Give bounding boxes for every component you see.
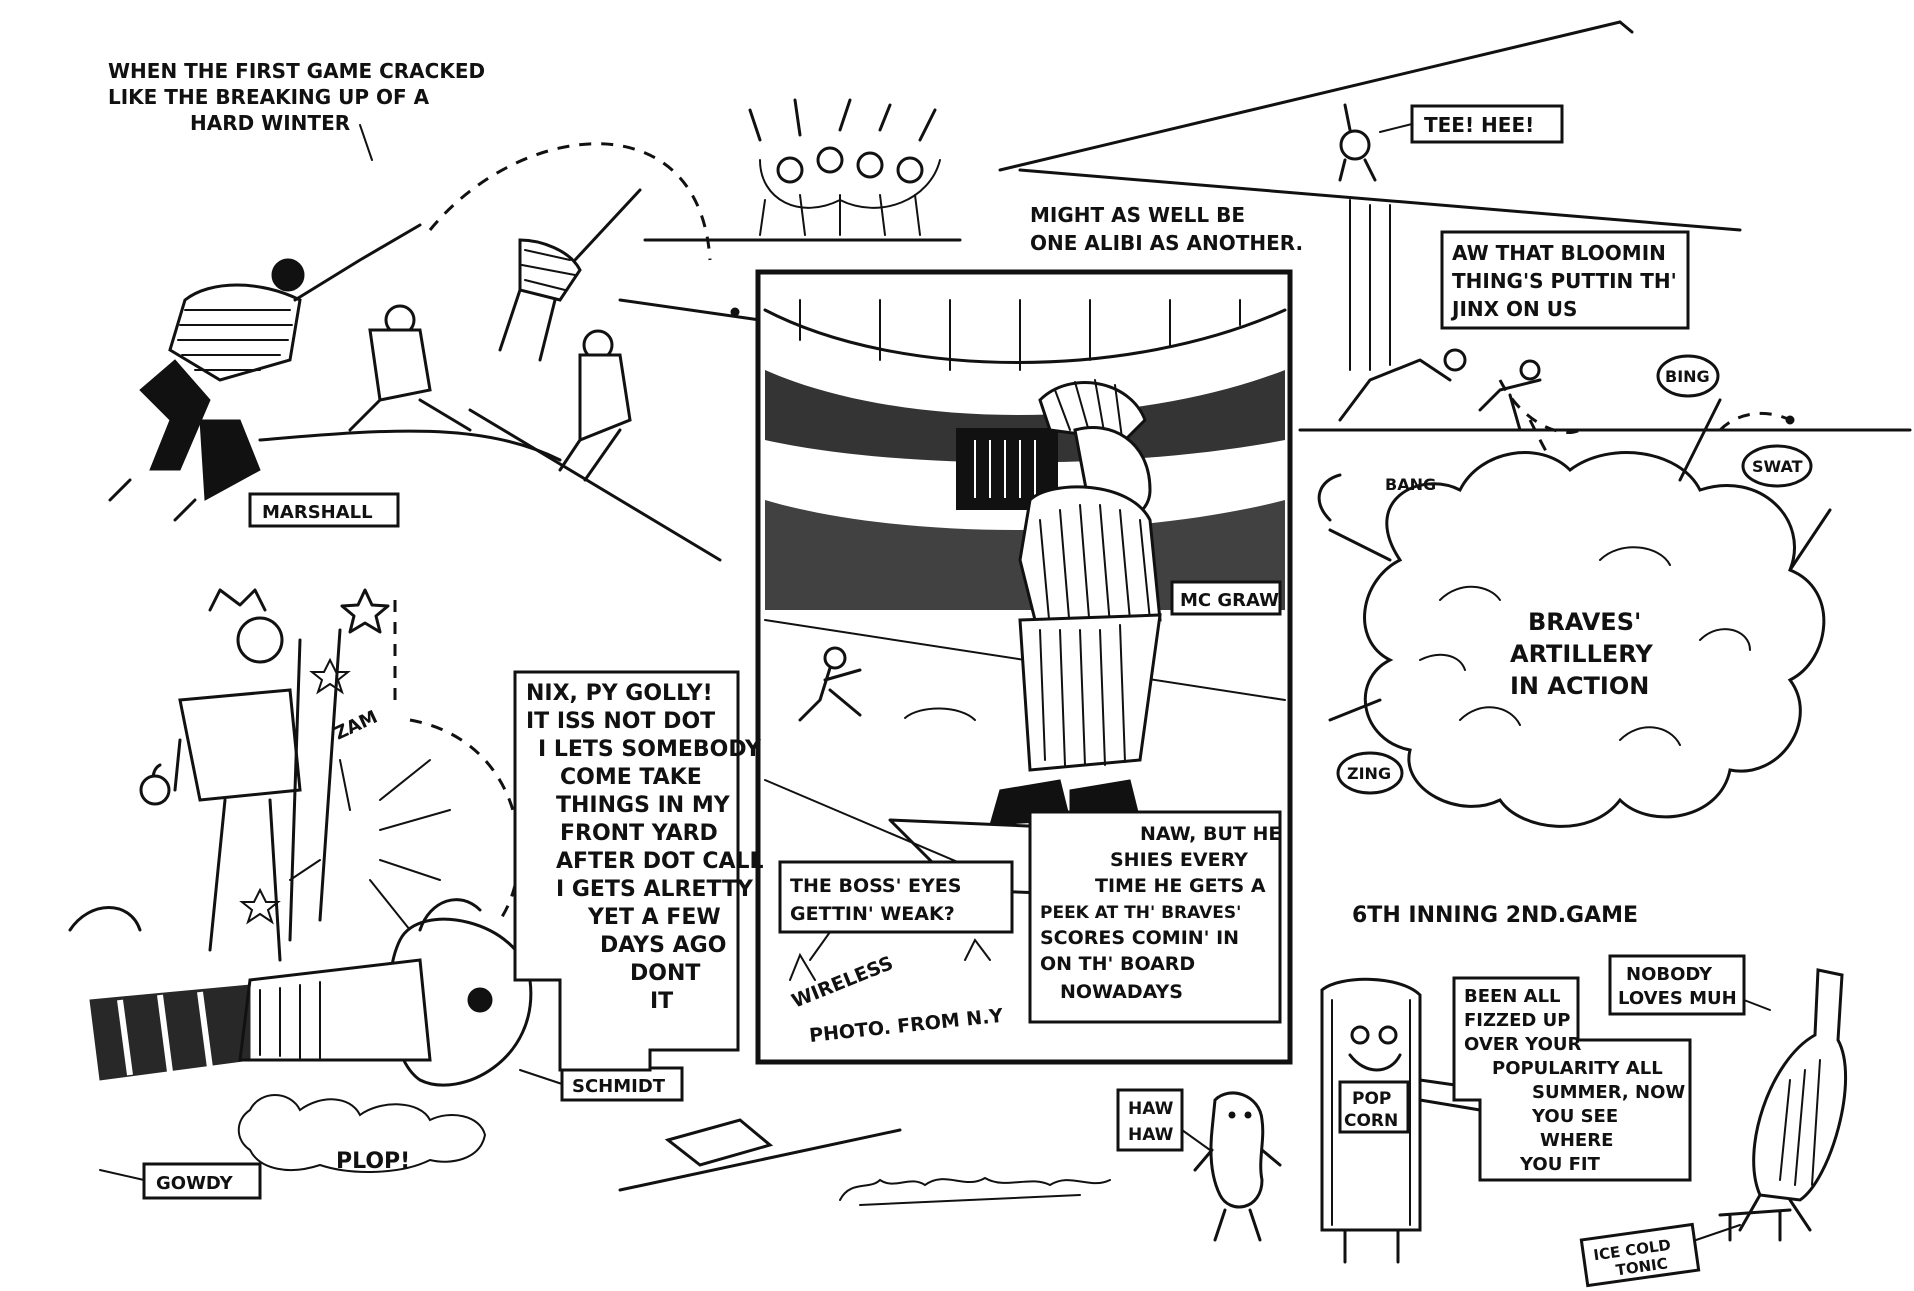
leaping-fielder <box>498 188 642 482</box>
fielders-scene <box>108 142 762 562</box>
artist-signature <box>839 1176 1111 1206</box>
gowdy-label: GOWDY <box>156 1173 234 1194</box>
nix-line-9: YET A FEW <box>587 905 721 930</box>
grandstand-roof <box>998 20 1912 432</box>
schmidt-label: SCHMIDT <box>572 1076 666 1097</box>
cheering-crowd <box>643 98 962 242</box>
hanging-figure <box>1338 103 1377 182</box>
fizzed-line-6: YOU SEE <box>1531 1106 1618 1127</box>
tee-hee-text: TEE! HEE! <box>1424 113 1534 137</box>
nix-line-10: DAYS AGO <box>600 933 726 958</box>
marshall-name-tag: MARSHALL <box>248 492 400 528</box>
falling-figure <box>139 588 302 962</box>
nix-line-3: I LETS SOMEBODY <box>538 737 762 762</box>
swat-text: SWAT <box>1752 457 1803 476</box>
bang-text: BANG <box>1385 475 1436 494</box>
popcorn-line-1: POP <box>1352 1089 1391 1109</box>
nix-line-2: IT ISS NOT DOT <box>526 709 715 734</box>
haw-line-2: HAW <box>1128 1125 1174 1145</box>
cloud-caption: BRAVES' ARTILLERY IN ACTION <box>1510 608 1653 700</box>
cloud-line-2: ARTILLERY <box>1510 640 1653 668</box>
nix-line-12: IT <box>650 989 673 1014</box>
naw-line-7: NOWADAYS <box>1060 981 1183 1003</box>
tonic-bottle <box>1718 968 1847 1242</box>
sound-effects: BING SWAT BANG ZING <box>1336 354 1813 795</box>
naw-line-2: SHIES EVERY <box>1110 849 1248 871</box>
naw-line-4: PEEK AT TH' BRAVES' <box>1040 903 1241 923</box>
schmidt-figure <box>68 898 533 1087</box>
caption-line-1: WHEN THE FIRST GAME CRACKED <box>108 59 485 83</box>
naw-line-3: TIME HE GETS A <box>1095 875 1266 897</box>
nix-line-6: FRONT YARD <box>560 821 718 846</box>
fizzed-line-1: BEEN ALL <box>1464 986 1561 1007</box>
plop-text: PLOP! <box>336 1149 410 1174</box>
wireless-photo-panel: MC GRAW THE BOSS' EYES GETTIN' WEAK? NAW… <box>755 269 1293 1065</box>
jinx-line-2: THING'S PUTTIN TH' <box>1452 269 1677 293</box>
caption-line-3: HARD WINTER <box>190 111 350 135</box>
marshall-label: MARSHALL <box>262 502 373 523</box>
nix-line-11: DONT <box>630 961 700 986</box>
fizzed-line-7: WHERE <box>1540 1130 1613 1151</box>
distant-runner <box>798 646 976 722</box>
zam-text: ZAM <box>331 707 381 745</box>
peanut-figure <box>1193 1091 1282 1242</box>
naw-line-6: ON TH' BOARD <box>1040 953 1195 975</box>
naw-line-5: SCORES COMIN' IN <box>1040 927 1239 949</box>
nix-line-8: I GETS ALRETTY <box>556 877 754 902</box>
nix-line-1: NIX, PY GOLLY! <box>526 681 713 706</box>
cloud-line-3: IN ACTION <box>1510 672 1649 700</box>
fizzed-balloon: BEEN ALL FIZZED UP OVER YOUR POPULARITY … <box>1452 976 1692 1182</box>
fizzed-line-4: POPULARITY ALL <box>1492 1058 1663 1079</box>
ice-cold-tonic-tag: ICE COLD TONIC <box>1579 1222 1741 1288</box>
fizzed-line-8: YOU FIT <box>1519 1154 1601 1175</box>
alibi-caption: MIGHT AS WELL BE ONE ALIBI AS ANOTHER. <box>1030 203 1303 255</box>
jinx-line-3: JINX ON US <box>1450 297 1577 321</box>
caption-line-2: LIKE THE BREAKING UP OF A <box>108 85 430 109</box>
haw-line-1: HAW <box>1128 1099 1174 1119</box>
nix-line-4: COME TAKE <box>560 765 702 790</box>
naw-balloon: NAW, BUT HE SHIES EVERY TIME HE GETS A P… <box>1028 810 1282 1024</box>
boss-line-1: THE BOSS' EYES <box>790 875 961 897</box>
cloud-line-1: BRAVES' <box>1528 608 1641 636</box>
naw-line-1: NAW, BUT HE <box>1140 823 1281 845</box>
jinx-balloon: AW THAT BLOOMIN THING'S PUTTIN TH' JINX … <box>1440 230 1690 330</box>
haw-balloon: HAW HAW <box>1116 1088 1211 1152</box>
fizzed-line-3: OVER YOUR <box>1464 1034 1581 1055</box>
inning-caption: 6TH INNING 2ND.GAME <box>1352 903 1638 928</box>
nix-line-5: THINGS IN MY <box>556 793 731 818</box>
nobody-line-1: NOBODY <box>1626 964 1713 985</box>
collision-scene: ZAM PLOP! <box>68 588 902 1192</box>
popcorn-box: POP CORN <box>1320 977 1492 1264</box>
alibi-line-2: ONE ALIBI AS ANOTHER. <box>1030 231 1303 255</box>
opening-caption: WHEN THE FIRST GAME CRACKED LIKE THE BRE… <box>108 59 485 161</box>
bing-text: BING <box>1665 367 1710 386</box>
gowdy-name-tag: GOWDY <box>99 1162 262 1200</box>
runner-figure <box>348 304 472 432</box>
jinx-line-1: AW THAT BLOOMIN <box>1452 241 1666 265</box>
boss-eyes-balloon: THE BOSS' EYES GETTIN' WEAK? <box>778 860 1014 961</box>
fizzed-line-5: SUMMER, NOW <box>1532 1082 1685 1103</box>
marshall-figure <box>108 223 422 522</box>
nix-balloon: NIX, PY GOLLY! IT ISS NOT DOT I LETS SOM… <box>513 670 764 1072</box>
nobody-line-2: LOVES MUH <box>1618 988 1737 1009</box>
schmidt-name-tag: SCHMIDT <box>519 1066 684 1102</box>
nobody-balloon: NOBODY LOVES MUH <box>1608 954 1771 1016</box>
artillery-cloud: BRAVES' ARTILLERY IN ACTION <box>1317 398 1832 828</box>
nix-line-7: AFTER DOT CALL <box>556 849 764 874</box>
fizzed-line-2: FIZZED UP <box>1464 1010 1570 1031</box>
boss-line-2: GETTIN' WEAK? <box>790 903 955 925</box>
mcgraw-label: MC GRAW <box>1180 590 1279 611</box>
zing-text: ZING <box>1347 764 1391 783</box>
popcorn-line-2: CORN <box>1344 1111 1398 1131</box>
alibi-line-1: MIGHT AS WELL BE <box>1030 203 1245 227</box>
tee-hee-balloon: TEE! HEE! <box>1379 104 1564 144</box>
